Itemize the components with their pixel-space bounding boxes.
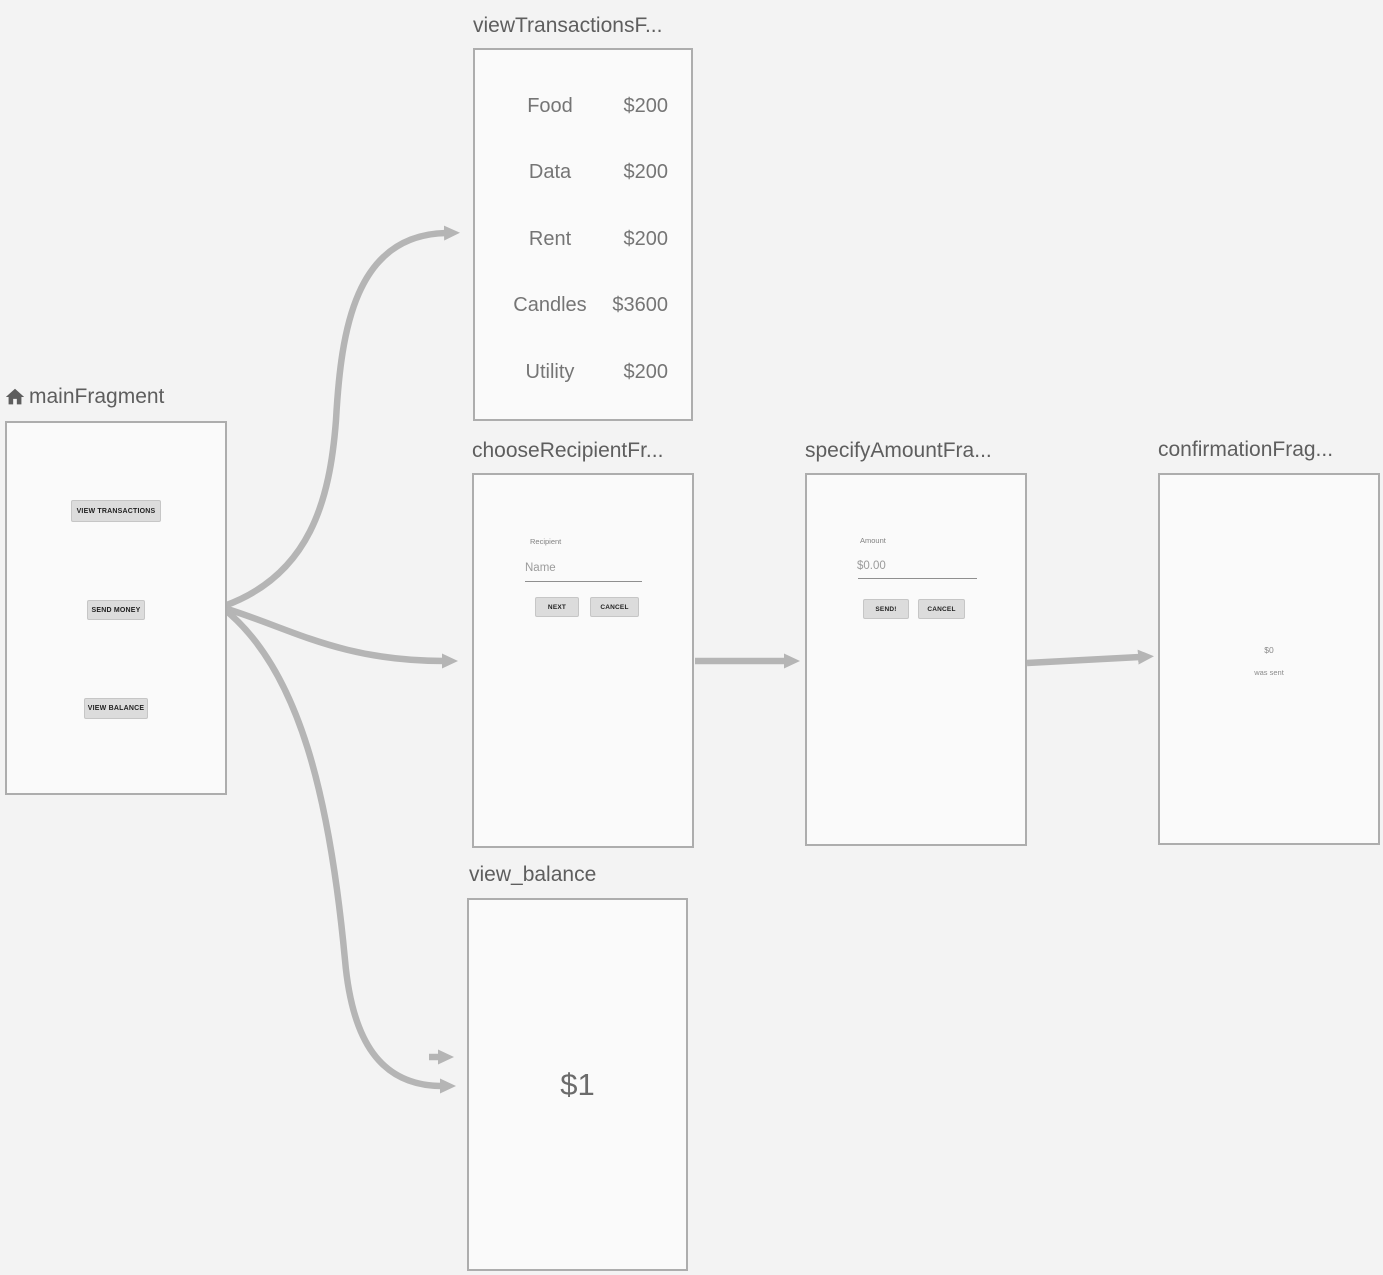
fragment-title-view-transactions: viewTransactionsF...	[473, 14, 663, 37]
action-arrow-main-to-view-balance[interactable]	[221, 606, 456, 1094]
amount-input: $0.00	[857, 560, 886, 572]
transaction-amount: $200	[623, 360, 669, 383]
transaction-row: Candles $3600	[475, 293, 668, 317]
transaction-row: Rent $200	[475, 227, 668, 251]
action-arrow-specify-amount-to-confirmation[interactable]	[1026, 649, 1154, 667]
action-arrow-main-to-view-transactions[interactable]	[222, 225, 460, 610]
preview-send-button: SEND!	[863, 599, 909, 619]
transaction-amount: $200	[623, 160, 669, 183]
confirmation-sent-text: was sent	[1254, 668, 1284, 677]
fragment-title-main-label: mainFragment	[29, 385, 165, 408]
home-icon	[5, 388, 25, 405]
transaction-label: Rent	[528, 227, 572, 250]
preview-next-button: NEXT	[535, 597, 579, 617]
balance-value: $1	[560, 1066, 595, 1102]
transaction-label: Utility	[525, 360, 575, 383]
amount-field-label: Amount	[860, 536, 886, 545]
transaction-label: Candles	[513, 293, 587, 316]
fragment-card-specify-amount[interactable]: Amount $0.00 SEND! CANCEL	[805, 473, 1027, 846]
fragment-title-specify-amount: specifyAmountFra...	[805, 439, 992, 462]
fragment-title-confirmation: confirmationFrag...	[1158, 438, 1334, 461]
transaction-row: Data $200	[475, 160, 668, 184]
transaction-row: Food $200	[475, 94, 668, 118]
transaction-amount: $3600	[612, 293, 668, 316]
fragment-card-choose-recipient[interactable]: Recipient Name NEXT CANCEL	[472, 473, 694, 848]
preview-cancel-button: CANCEL	[590, 597, 639, 617]
fragment-card-main[interactable]: VIEW TRANSACTIONS SEND MONEY VIEW BALANC…	[5, 421, 227, 795]
fragment-title-choose-recipient: chooseRecipientFr...	[472, 439, 664, 462]
transaction-label: Data	[528, 160, 572, 183]
fragment-title-view-balance: view_balance	[469, 863, 597, 886]
recipient-name-input: Name	[525, 562, 556, 574]
confirmation-message: $0 was sent	[1160, 645, 1378, 677]
transaction-label: Food	[527, 94, 573, 117]
preview-view-balance-button: VIEW BALANCE	[84, 698, 148, 719]
fragment-card-view-transactions[interactable]: Food $200 Data $200 Rent $200 Candles $3…	[473, 48, 693, 421]
amount-input-underline	[858, 578, 977, 579]
recipient-input-underline	[525, 581, 642, 582]
action-arrow-main-to-choose-recipient[interactable]	[223, 604, 458, 669]
fragment-card-view-balance[interactable]: $1	[467, 898, 688, 1271]
fragment-title-main: mainFragment	[4, 385, 164, 409]
recipient-field-label: Recipient	[530, 537, 562, 546]
preview-view-transactions-button: VIEW TRANSACTIONS	[71, 500, 161, 522]
preview-cancel-button: CANCEL	[918, 599, 965, 619]
confirmation-amount-text: $0	[1264, 645, 1274, 655]
transaction-amount: $200	[623, 94, 669, 117]
transaction-amount: $200	[623, 227, 669, 250]
preview-send-money-button: SEND MONEY	[87, 600, 145, 620]
fragment-card-confirmation[interactable]: $0 was sent	[1158, 473, 1380, 845]
transaction-row: Utility $200	[475, 360, 668, 384]
